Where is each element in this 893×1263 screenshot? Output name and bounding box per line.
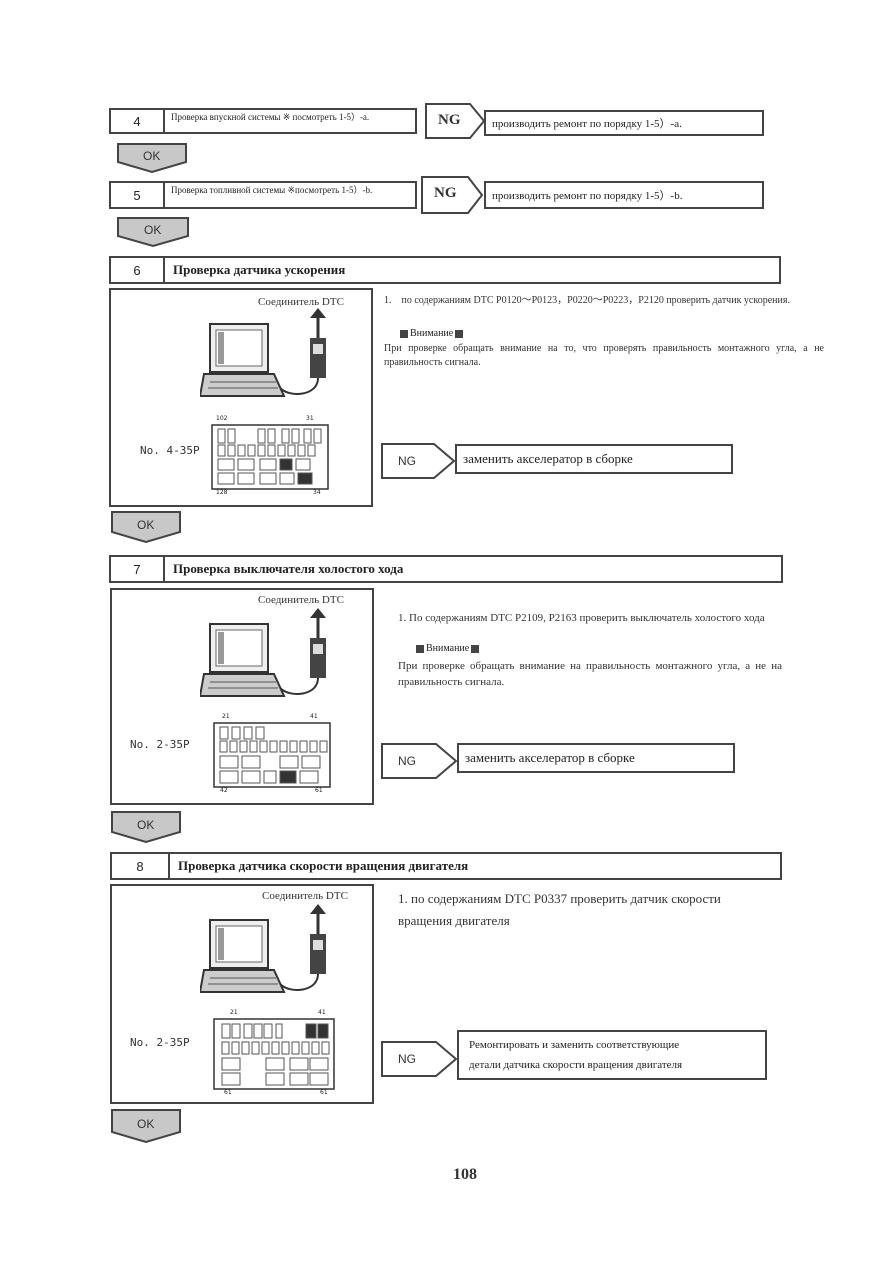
step8-pin-label-tr: 41 bbox=[318, 1009, 326, 1016]
step8-laptop-scanner-illustration bbox=[200, 904, 326, 993]
step7-pin-label-tl: 21 bbox=[222, 713, 230, 720]
step8-ng-action-line2: детали датчика скорости вращения двигате… bbox=[469, 1059, 683, 1071]
step8-item-text: 1. по содержаниям DTC P0337 проверить да… bbox=[398, 891, 721, 928]
step8-connector-pinout: 21 41 61 61 bbox=[210, 1009, 338, 1096]
step7-pin-label-tr: 41 bbox=[310, 713, 318, 720]
step5-title: Проверка топливной системы ※посмотреть 1… bbox=[163, 181, 417, 209]
step7-ng-arrow: NG bbox=[380, 742, 458, 780]
step5-ng-action: производить ремонт по порядку 1-5）-b. bbox=[484, 181, 764, 209]
step8-number: 8 bbox=[110, 852, 170, 880]
step7-connector-label: Соединитель DTC bbox=[258, 594, 344, 606]
step8-pin-label-bl: 61 bbox=[224, 1089, 232, 1096]
step7-ok-label: OK bbox=[137, 818, 155, 832]
step4-ok-arrow: OK bbox=[116, 142, 188, 174]
step7-connector-pinout: 21 41 42 61 bbox=[210, 713, 335, 794]
step7-attention-label: Внимание bbox=[426, 643, 470, 654]
step8-connector-label: Соединитель DTC bbox=[262, 890, 348, 902]
step6-note-text: При проверке обращать внимание на то, чт… bbox=[384, 343, 824, 368]
step4-title: Проверка впускной системы ※ посмотреть 1… bbox=[163, 108, 417, 134]
step8-title: Проверка датчика скорости вращения двига… bbox=[168, 852, 782, 880]
step6-ok-arrow: OK bbox=[110, 510, 182, 544]
step7-part-number: No. 2-35P bbox=[130, 738, 190, 751]
step7-item-text: 1. По содержаниям DTC P2109, P2163 прове… bbox=[398, 612, 765, 624]
step8-ng-action-line1: Ремонтировать и заменить соответствующие bbox=[469, 1039, 680, 1051]
step7-ng-label: NG bbox=[398, 754, 416, 768]
step8-part-number: No. 2-35P bbox=[130, 1036, 190, 1049]
step6-attention: Внимание bbox=[398, 328, 465, 339]
step7-number: 7 bbox=[109, 555, 165, 583]
step8-pin-label-tl: 21 bbox=[230, 1009, 238, 1016]
step4-ng-label: NG bbox=[438, 112, 461, 128]
step6-pin-label-bl: 128 bbox=[216, 489, 228, 496]
square-bullet-icon bbox=[455, 329, 464, 338]
step6-ng-action: заменить акселератор в сборке bbox=[455, 444, 733, 474]
step6-title: Проверка датчика ускорения bbox=[163, 256, 781, 284]
step6-number: 6 bbox=[109, 256, 165, 284]
step6-pin-label-tr: 31 bbox=[306, 415, 314, 422]
step4-number: 4 bbox=[109, 108, 165, 134]
step8-ok-arrow: OK bbox=[110, 1108, 182, 1144]
step7-laptop-scanner-illustration bbox=[200, 608, 326, 697]
step6-ng-arrow: NG bbox=[380, 442, 456, 480]
square-bullet-icon bbox=[400, 329, 408, 338]
square-bullet-icon bbox=[471, 644, 480, 653]
step7-pin-label-bl: 42 bbox=[220, 787, 228, 794]
step5-ng-label: NG bbox=[434, 185, 457, 201]
step6-pin-label-tl: 102 bbox=[216, 415, 228, 422]
page-number: 108 bbox=[453, 1166, 477, 1183]
step4-ng-action: производить ремонт по порядку 1-5）-a. bbox=[484, 110, 764, 136]
step6-item-text: 1. по содержаниям DTC P0120～P0123，P0220～… bbox=[384, 295, 790, 306]
step5-ok-label: OK bbox=[144, 223, 162, 237]
step7-attention: Внимание bbox=[414, 643, 481, 654]
step5-ng-arrow: NG bbox=[420, 175, 484, 215]
step7-note-text: При проверке обращать внимание на правил… bbox=[398, 660, 782, 688]
step6-attention-label: Внимание bbox=[410, 328, 454, 339]
step6-ok-label: OK bbox=[137, 518, 155, 532]
step4-ok-label: OK bbox=[143, 149, 161, 163]
square-bullet-icon bbox=[416, 644, 424, 653]
step7-pin-label-br: 61 bbox=[315, 787, 323, 794]
step6-ng-label: NG bbox=[398, 454, 416, 468]
step6-connector-pinout: 102 31 128 34 bbox=[208, 415, 333, 496]
step6-connector-label: Соединитель DTC bbox=[258, 296, 344, 308]
step7-title: Проверка выключателя холостого хода bbox=[163, 555, 783, 583]
step8-ng-arrow: NG bbox=[380, 1040, 458, 1078]
step6-pin-label-br: 34 bbox=[313, 489, 321, 496]
step6-laptop-scanner-illustration bbox=[200, 308, 326, 397]
step5-ok-arrow: OK bbox=[116, 216, 190, 248]
step7-ok-arrow: OK bbox=[110, 810, 182, 844]
step8-pin-label-br: 61 bbox=[320, 1089, 328, 1096]
step5-number: 5 bbox=[109, 181, 165, 209]
step6-part-number: No. 4-35P bbox=[140, 444, 200, 457]
step7-ng-action: заменить акселератор в сборке bbox=[457, 743, 735, 773]
step4-ng-arrow: NG bbox=[424, 102, 486, 140]
step8-ok-label: OK bbox=[137, 1117, 155, 1131]
step8-ng-label: NG bbox=[398, 1052, 416, 1066]
step8-ng-action: Ремонтировать и заменить соответствующие… bbox=[457, 1030, 767, 1080]
